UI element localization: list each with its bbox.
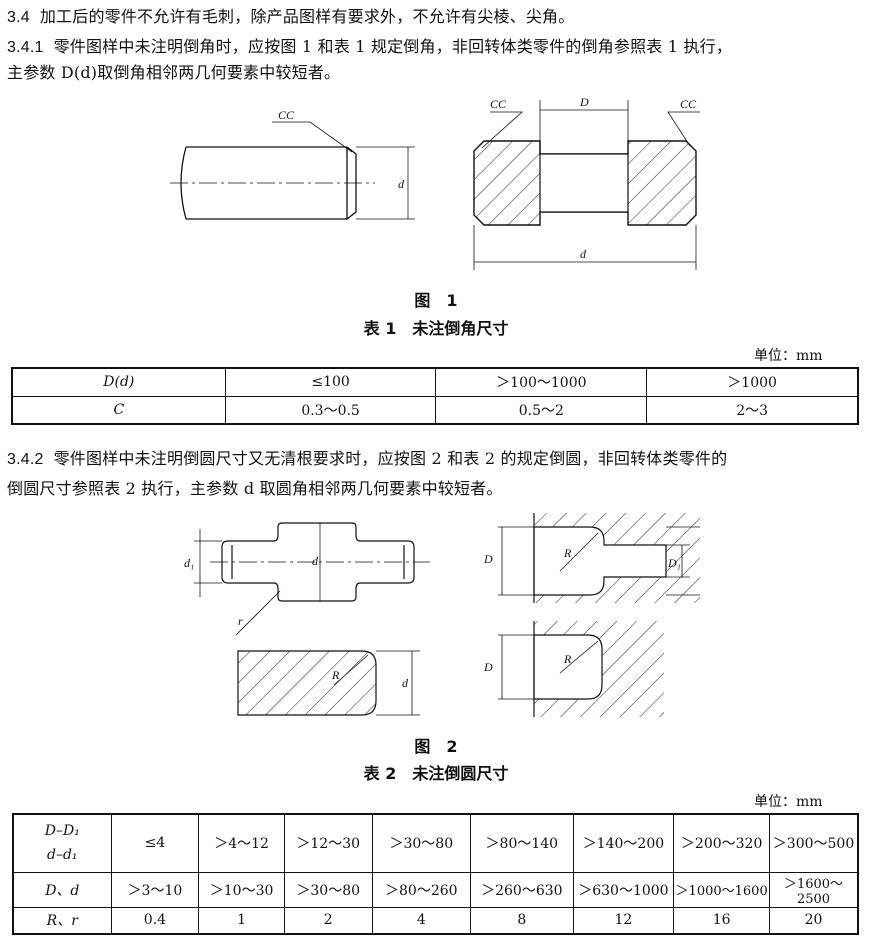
table-cell: 2: [283, 906, 373, 935]
label-D-top: D: [579, 95, 589, 109]
table-cell: ＞100～1000: [435, 367, 648, 397]
table-cell: ＞260～630: [470, 871, 574, 908]
table-cell: 20: [769, 906, 859, 935]
table-cell: ＞1000: [646, 367, 859, 397]
section-number: 3.4.2: [7, 451, 44, 468]
table-cell: D(d): [11, 367, 226, 397]
table-cell: ＞80～140: [470, 813, 574, 873]
table-cell: 8: [470, 906, 574, 935]
table-cell: ＞140～200: [572, 813, 675, 873]
label-R-b: R: [331, 668, 340, 682]
header-line-2: d–d₁: [47, 847, 78, 864]
table-cell: ≤4: [110, 813, 200, 873]
section-3-4-1-line2: 主参数 D(d)取倒角相邻两几何要素中较短者。: [7, 63, 341, 82]
section-text: 零件图样中未注明倒圆尺寸又无清根要求时，应按图 2 和表 2 的规定倒圆，非回转…: [53, 449, 728, 468]
label-d-shaft: d: [312, 554, 319, 568]
label-R-c: R: [563, 652, 572, 666]
section-text: 零件图样中未注明倒角时，应按图 1 和表 1 规定倒角，非回转体类零件的倒角参照…: [53, 37, 733, 56]
table-cell: ＞200～320: [673, 813, 771, 873]
figure-1-drawing: CC d CC D CC d: [170, 95, 700, 270]
label-r: r: [238, 614, 243, 628]
section-number: 3.4: [7, 9, 30, 26]
label-R-a: R: [563, 546, 572, 560]
table-cell: 0.5～2: [435, 395, 648, 425]
table-1-caption: 表 1 未注倒角尺寸: [363, 319, 509, 338]
section-3-4-2-line1: 3.4.2 零件图样中未注明倒圆尺寸又无清根要求时，应按图 2 和表 2 的规定倒…: [7, 446, 727, 472]
table-cell: ＞80～260: [371, 871, 472, 908]
label-D1: D₁: [667, 556, 681, 570]
blind-bore-drawing: [498, 621, 664, 717]
table-cell: ＞12～30: [283, 813, 373, 873]
table-cell: ＞30～80: [283, 871, 373, 908]
table-cell: ＞4～12: [198, 813, 285, 873]
table-row: D–D₁ d–d₁ ≤4 ＞4～12 ＞12～30 ＞30～80 ＞80～140…: [12, 813, 859, 873]
table-row: R、r 0.4 1 2 4 8 12 16 20: [12, 906, 859, 935]
figure-2-caption: 图 2: [414, 737, 458, 756]
label-d-bottom: d: [580, 247, 587, 261]
section-number: 3.4.1: [7, 39, 44, 56]
table-cell: ＞10～30: [198, 871, 285, 908]
table-cell: ＞1000～1600: [673, 871, 771, 908]
table-header-cell: D–D₁ d–d₁: [12, 813, 112, 873]
table-cell: D、d: [12, 871, 112, 908]
table-cell: ＞1600～2500: [769, 871, 859, 908]
table-cell: 4: [371, 906, 472, 935]
table-2-unit: 单位：mm: [754, 794, 823, 810]
stepped-shaft-drawing: [194, 522, 430, 636]
label-d-bar: d: [402, 676, 409, 690]
table-row: D、d ＞3～10 ＞10～30 ＞30～80 ＞80～260 ＞260～630…: [12, 871, 859, 908]
table-cell: 16: [673, 906, 771, 935]
figure-2-drawing: d₁ d r D R D₁ R d D R: [184, 513, 700, 717]
block-chamfer-drawing: [473, 100, 700, 270]
table-row: C 0.3～0.5 0.5～2 2～3: [11, 395, 859, 425]
table-cell: ＞3～10: [110, 871, 200, 908]
label-cc-right: CC: [680, 97, 697, 111]
shaft-chamfer-drawing: [170, 121, 415, 221]
table-2: D–D₁ d–d₁ ≤4 ＞4～12 ＞12～30 ＞30～80 ＞80～140…: [12, 813, 859, 935]
table-cell: R、r: [12, 906, 112, 935]
table-cell: ≤100: [224, 367, 437, 397]
label-cc-mid: CC: [490, 97, 507, 111]
table-cell: 0.3～0.5: [224, 395, 437, 425]
table-1: D(d) ≤100 ＞100～1000 ＞1000 C 0.3～0.5 0.5～…: [11, 367, 859, 425]
table-cell: 12: [572, 906, 675, 935]
label-D-b: D: [483, 660, 493, 674]
table-cell: 2～3: [646, 395, 859, 425]
rounded-bar-drawing: [237, 650, 420, 716]
table-cell: ＞300～500: [769, 813, 859, 873]
label-d1: d₁: [184, 556, 194, 570]
table-2-caption: 表 2 未注倒圆尺寸: [363, 764, 509, 783]
table-cell: ＞30～80: [371, 813, 472, 873]
section-text: 加工后的零件不允许有毛刺，除产品图样有要求外，不允许有尖棱、尖角。: [39, 7, 575, 26]
section-3-4: 3.4 加工后的零件不允许有毛刺，除产品图样有要求外，不允许有尖棱、尖角。: [7, 4, 574, 30]
section-3-4-1-line1: 3.4.1 零件图样中未注明倒角时，应按图 1 和表 1 规定倒角，非回转体类零件…: [7, 34, 732, 60]
table-cell: 1: [198, 906, 285, 935]
table-1-unit: 单位：mm: [754, 348, 823, 364]
table-row: D(d) ≤100 ＞100～1000 ＞1000: [11, 367, 859, 397]
header-line-1: D–D₁: [44, 823, 80, 840]
stepped-bore-drawing: [498, 513, 700, 603]
label-D-a: D: [483, 552, 493, 566]
table-cell: C: [11, 395, 226, 425]
table-cell: ＞630～1000: [572, 871, 675, 908]
section-3-4-2-line2: 倒圆尺寸参照表 2 执行，主参数 d 取圆角相邻两几何要素中较短者。: [7, 479, 503, 498]
label-cc-left: CC: [278, 108, 295, 122]
label-d-left: d: [398, 177, 405, 191]
table-cell: 0.4: [110, 906, 200, 935]
figure-1-caption: 图 1: [414, 291, 458, 310]
